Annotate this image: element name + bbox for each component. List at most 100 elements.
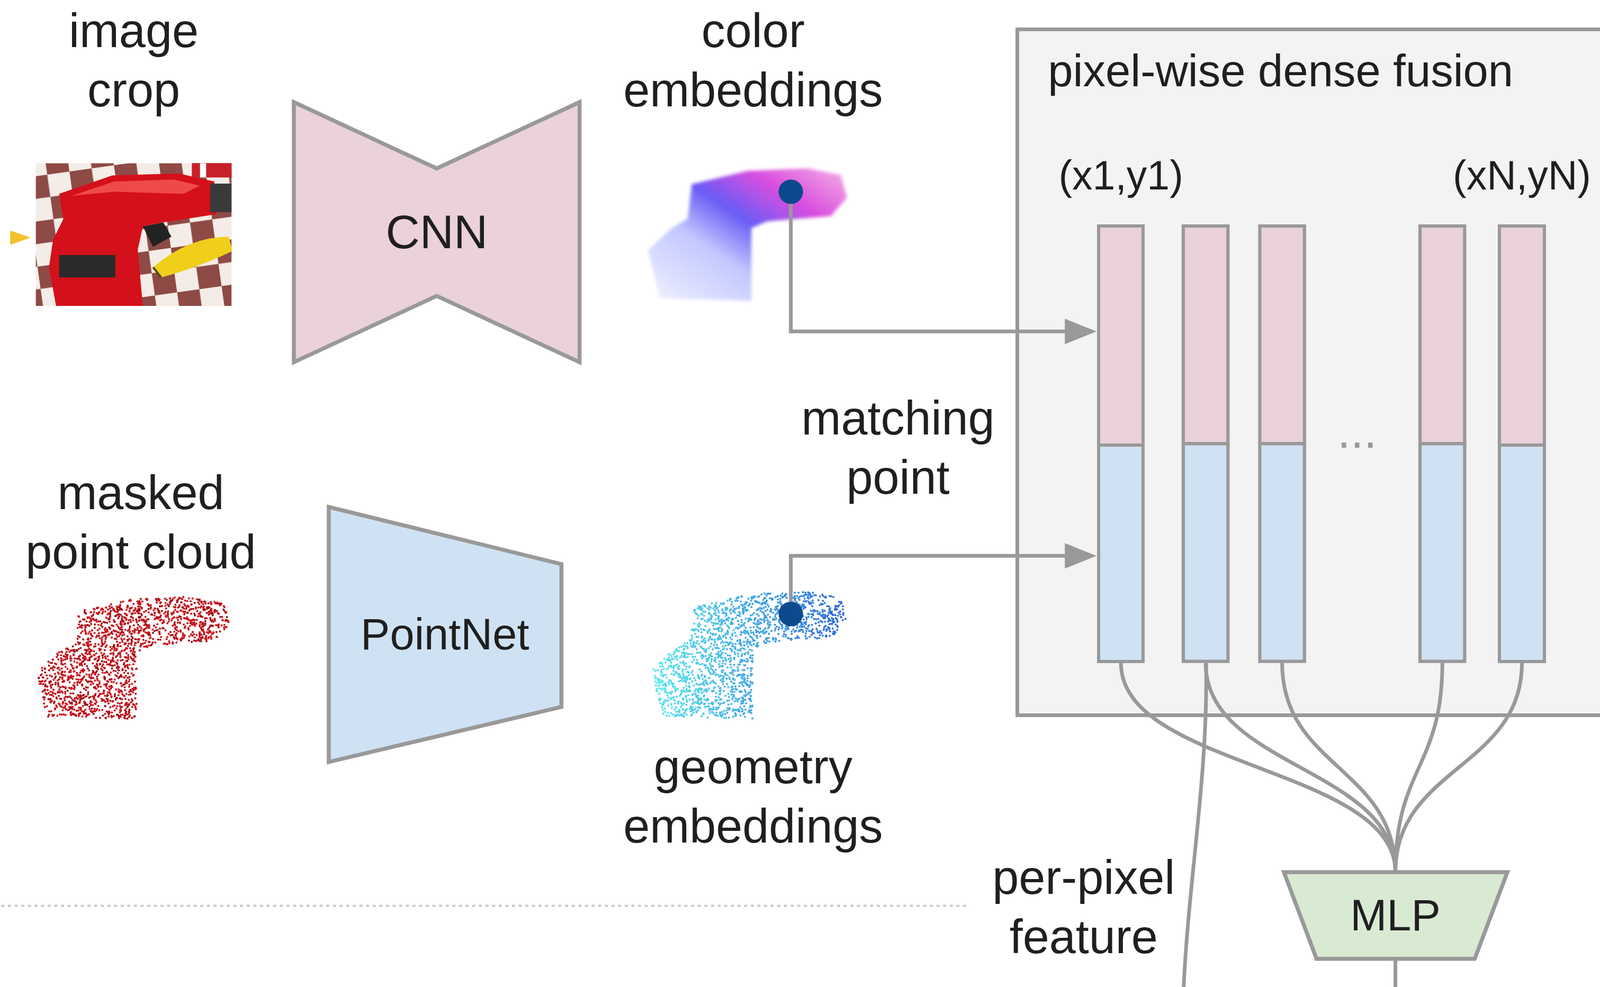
cloud-point [119, 601, 122, 604]
cloud-point [57, 658, 60, 661]
cloud-point [727, 693, 730, 696]
cloud-point [44, 684, 47, 687]
cloud-point [218, 630, 221, 633]
cloud-point [88, 708, 91, 711]
cloud-point [126, 677, 129, 680]
cloud-point [192, 633, 195, 636]
cloud-point [79, 625, 82, 628]
cloud-point [158, 612, 161, 615]
cloud-point [116, 631, 119, 634]
cloud-point [101, 671, 104, 674]
cloud-point [137, 641, 140, 644]
cloud-point [40, 667, 43, 670]
cloud-point [119, 626, 122, 629]
cloud-point [138, 630, 141, 633]
cloud-point [86, 693, 89, 696]
cloud-point [72, 713, 75, 716]
cloud-point [118, 613, 121, 616]
cloud-point [174, 624, 177, 627]
cloud-point [113, 609, 116, 613]
cloud-point [58, 688, 61, 691]
per-pixel-feature-wire [1183, 663, 1207, 987]
cloud-point [159, 605, 163, 608]
cloud-point [135, 668, 138, 671]
cloud-point [132, 609, 136, 613]
cloud-point [59, 686, 62, 689]
cloud-point [129, 608, 132, 611]
cloud-point [130, 690, 133, 693]
cloud-point [108, 713, 111, 716]
cloud-point [226, 616, 229, 619]
cloud-point [64, 655, 67, 659]
cloud-point [106, 659, 110, 662]
cloud-point [49, 684, 52, 687]
cloud-point [129, 650, 132, 653]
cloud-point [829, 630, 832, 633]
cloud-point [95, 621, 98, 624]
cloud-point [57, 702, 60, 705]
cloud-point [66, 668, 69, 671]
cloud-point [68, 687, 71, 690]
cloud-point [81, 630, 84, 633]
column-color-part [1259, 226, 1305, 444]
cloud-point [43, 689, 47, 692]
cloud-point [149, 604, 152, 607]
cloud-point [126, 635, 129, 638]
cloud-point [184, 625, 187, 628]
cloud-point [210, 624, 213, 627]
cloud-point [149, 607, 152, 610]
cloud-point [112, 652, 115, 655]
cloud-point [81, 715, 84, 718]
cloud-point [227, 619, 230, 623]
cloud-point [133, 715, 136, 718]
cloud-point [49, 700, 52, 704]
cloud-point [113, 649, 116, 652]
cloud-point [158, 633, 161, 636]
cloud-point [86, 686, 89, 689]
cloud-point [164, 605, 167, 608]
cloud-point [117, 610, 120, 614]
cloud-point [60, 660, 63, 663]
cloud-point [744, 702, 748, 705]
cloud-point [203, 637, 206, 641]
cloud-point [57, 695, 60, 698]
cloud-point [141, 642, 145, 645]
cloud-point [166, 636, 169, 639]
cloud-point [197, 606, 200, 609]
cloud-point [112, 670, 115, 673]
cloud-point [128, 610, 131, 613]
cloud-point [70, 708, 74, 711]
cloud-point [164, 610, 167, 614]
cloud-point [75, 666, 78, 669]
cloud-point [152, 609, 155, 612]
cloud-point [121, 669, 124, 672]
cloud-point [205, 640, 208, 643]
cloud-point [111, 667, 114, 670]
cloud-point [84, 626, 87, 629]
cloud-point [41, 690, 44, 694]
cloud-point [202, 628, 205, 631]
cloud-point [83, 700, 86, 704]
cloud-point [102, 692, 105, 695]
cloud-point [140, 618, 143, 622]
cloud-point [79, 680, 83, 683]
cloud-point [101, 665, 104, 668]
cloud-point [68, 681, 71, 684]
cloud-point [86, 624, 89, 627]
cloud-point [115, 605, 118, 608]
cloud-point [52, 714, 56, 717]
cloud-point [113, 621, 116, 624]
cloud-point [101, 657, 104, 660]
cloud-point [676, 658, 679, 661]
cloud-point [153, 614, 156, 617]
cloud-point [130, 639, 133, 642]
cloud-point [147, 608, 150, 611]
cloud-point [88, 640, 92, 643]
cloud-point [130, 672, 133, 676]
cloud-point [126, 604, 129, 607]
cloud-point [153, 624, 156, 627]
cloud-point [137, 641, 140, 644]
cloud-point [101, 631, 104, 634]
cloud-point [136, 626, 139, 629]
cloud-point [97, 709, 101, 712]
